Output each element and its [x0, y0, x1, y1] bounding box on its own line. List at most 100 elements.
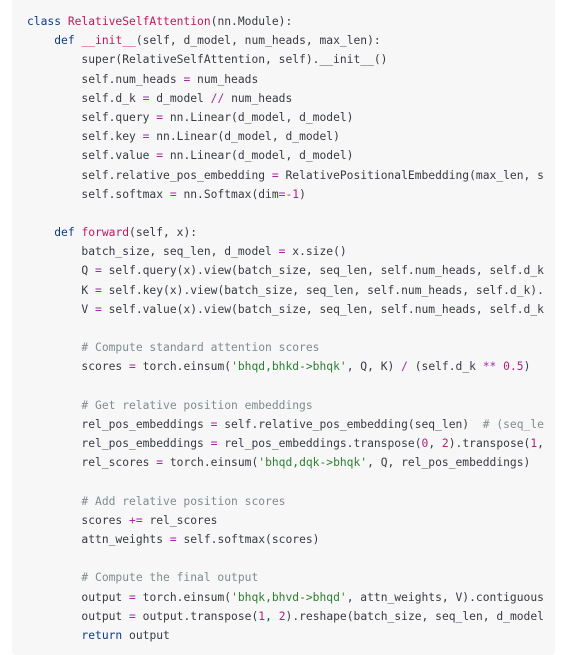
code-line: Q = self.query(x).view(batch_size, seq_l…	[27, 261, 544, 280]
code-line	[27, 473, 544, 492]
code-line: scores += rel_scores	[27, 511, 544, 530]
code-token: rel_pos_embeddings.transpose(	[217, 437, 422, 451]
code-line: output = torch.einsum('bhqk,bhvd->bhqd',…	[27, 588, 544, 607]
code-token	[27, 226, 54, 239]
code-token: num_heads	[190, 72, 259, 86]
code-token: scores	[27, 360, 130, 374]
code-line: return output	[27, 626, 544, 645]
code-token: attn_weights	[27, 533, 170, 547]
code-token: self.value(x).view(batch_size, seq_len, …	[101, 302, 544, 316]
code-token: self.softmax	[27, 187, 170, 201]
code-line: K = self.key(x).view(batch_size, seq_len…	[27, 281, 544, 300]
code-token	[27, 629, 81, 642]
code-line: batch_size, seq_len, d_model = x.size()	[27, 242, 544, 261]
code-token: class	[27, 15, 68, 28]
code-token: return	[81, 629, 123, 642]
code-token: self.value	[27, 149, 157, 163]
code-token: (self.d_k	[407, 360, 483, 374]
code-token: scores	[27, 513, 130, 527]
code-token: self.d_k	[27, 91, 143, 105]
code-token: 2	[441, 437, 449, 451]
code-token: //	[210, 91, 225, 105]
code-line: output = output.transpose(1, 2).reshape(…	[27, 607, 544, 626]
code-token: nn.Linear(d_model, d_model)	[149, 130, 340, 144]
code-token: self.query	[27, 110, 157, 124]
code-token: **	[482, 360, 497, 374]
code-token: # Add relative position scores	[27, 494, 286, 508]
code-token: =	[169, 187, 177, 201]
code-token: =	[156, 456, 164, 470]
code-line: def __init__(self, d_model, num_heads, m…	[27, 31, 544, 50]
code-token: nn.Linear(d_model, d_model)	[163, 149, 354, 163]
code-token: self.softmax(scores)	[176, 533, 320, 547]
code-token: (self, x):	[129, 226, 198, 240]
code-token: num_heads	[224, 91, 293, 105]
code-token: 'bhqk,bhvd->bhqd'	[231, 590, 347, 604]
code-token: ,	[265, 609, 279, 623]
code-token: 'bhqd,dqk->bhqk'	[258, 456, 368, 470]
code-token: self.query(x).view(batch_size, seq_len, …	[101, 264, 544, 278]
code-line	[27, 377, 544, 396]
code-line: # Compute standard attention scores	[27, 338, 544, 357]
code-token: 0.5	[503, 360, 524, 374]
code-line	[27, 204, 544, 223]
code-token: =	[129, 360, 136, 374]
code-token: 'bhqd,bhkd->bhqk'	[231, 360, 347, 374]
code-token: =	[183, 72, 191, 86]
code-token: self.relative_pos_embedding(seq_len)	[217, 417, 483, 431]
code-token: torch.einsum(	[163, 456, 259, 470]
code-token: =	[271, 168, 279, 182]
code-token: =	[142, 130, 150, 144]
code-line: self.relative_pos_embedding = RelativePo…	[27, 166, 544, 185]
code-token: +=	[129, 513, 143, 527]
code-token: (nn.Module):	[210, 15, 293, 28]
code-line	[27, 319, 544, 338]
code-line: self.d_k = d_model // num_heads	[27, 89, 544, 108]
code-line	[27, 549, 544, 568]
code-line: scores = torch.einsum('bhqd,bhkd->bhqk',…	[27, 357, 544, 376]
code-token: ).reshape(batch_size, seq_len, d_model	[285, 609, 544, 623]
code-token: =	[210, 417, 218, 431]
code-token: x.size()	[285, 245, 347, 259]
code-token: =	[95, 283, 102, 297]
code-block: class RelativeSelfAttention(nn.Module): …	[12, 0, 555, 655]
code-line: super(RelativeSelfAttention, self).__ini…	[27, 50, 544, 69]
code-token: d_model	[149, 91, 211, 105]
code-token: __init__	[81, 34, 136, 48]
code-token: self.key(x).view(batch_size, seq_len, se…	[101, 283, 544, 297]
code-token: # (seq_le	[482, 417, 544, 431]
code-token: torch.einsum(	[135, 360, 232, 374]
code-line: self.value = nn.Linear(d_model, d_model)	[27, 146, 544, 165]
code-line: # Get relative position embeddings	[27, 396, 544, 415]
code-line: self.num_heads = num_heads	[27, 70, 544, 89]
code-token: V	[27, 302, 96, 316]
code-token: output	[122, 629, 170, 642]
code-token: 1	[530, 437, 538, 451]
code-line: rel_pos_embeddings = self.relative_pos_e…	[27, 415, 544, 434]
code-token: # Get relative position embeddings	[27, 398, 313, 412]
code-token: , attn_weights, V).contiguous	[346, 590, 544, 604]
code-token: 1	[292, 187, 300, 201]
code-token: K	[27, 283, 96, 297]
code-token: batch_size, seq_len, d_model	[27, 245, 279, 259]
code-token: output	[27, 609, 130, 623]
code-token: =	[129, 609, 136, 623]
code-token: rel_pos_embeddings	[27, 437, 211, 451]
code-token: )	[523, 360, 531, 374]
code-line: # Compute the final output	[27, 568, 544, 587]
code-token: , Q, K)	[346, 360, 402, 374]
code-token: , Q, rel_pos_embeddings)	[367, 456, 531, 470]
code-line: rel_scores = torch.einsum('bhqd,dqk->bhq…	[27, 453, 544, 472]
code-token: # Compute the final output	[27, 571, 259, 585]
code-token: =	[156, 149, 164, 163]
code-token: =	[95, 264, 102, 278]
code-token: /	[401, 360, 408, 374]
code-content: class RelativeSelfAttention(nn.Module): …	[27, 12, 544, 645]
code-token: self.relative_pos_embedding	[27, 168, 272, 182]
code-token: )	[299, 187, 306, 201]
code-line: self.key = nn.Linear(d_model, d_model)	[27, 127, 544, 146]
code-token: =	[156, 110, 164, 124]
code-line: def forward(self, x):	[27, 223, 544, 242]
code-line: attn_weights = self.softmax(scores)	[27, 530, 544, 549]
code-token: rel_scores	[142, 513, 218, 527]
